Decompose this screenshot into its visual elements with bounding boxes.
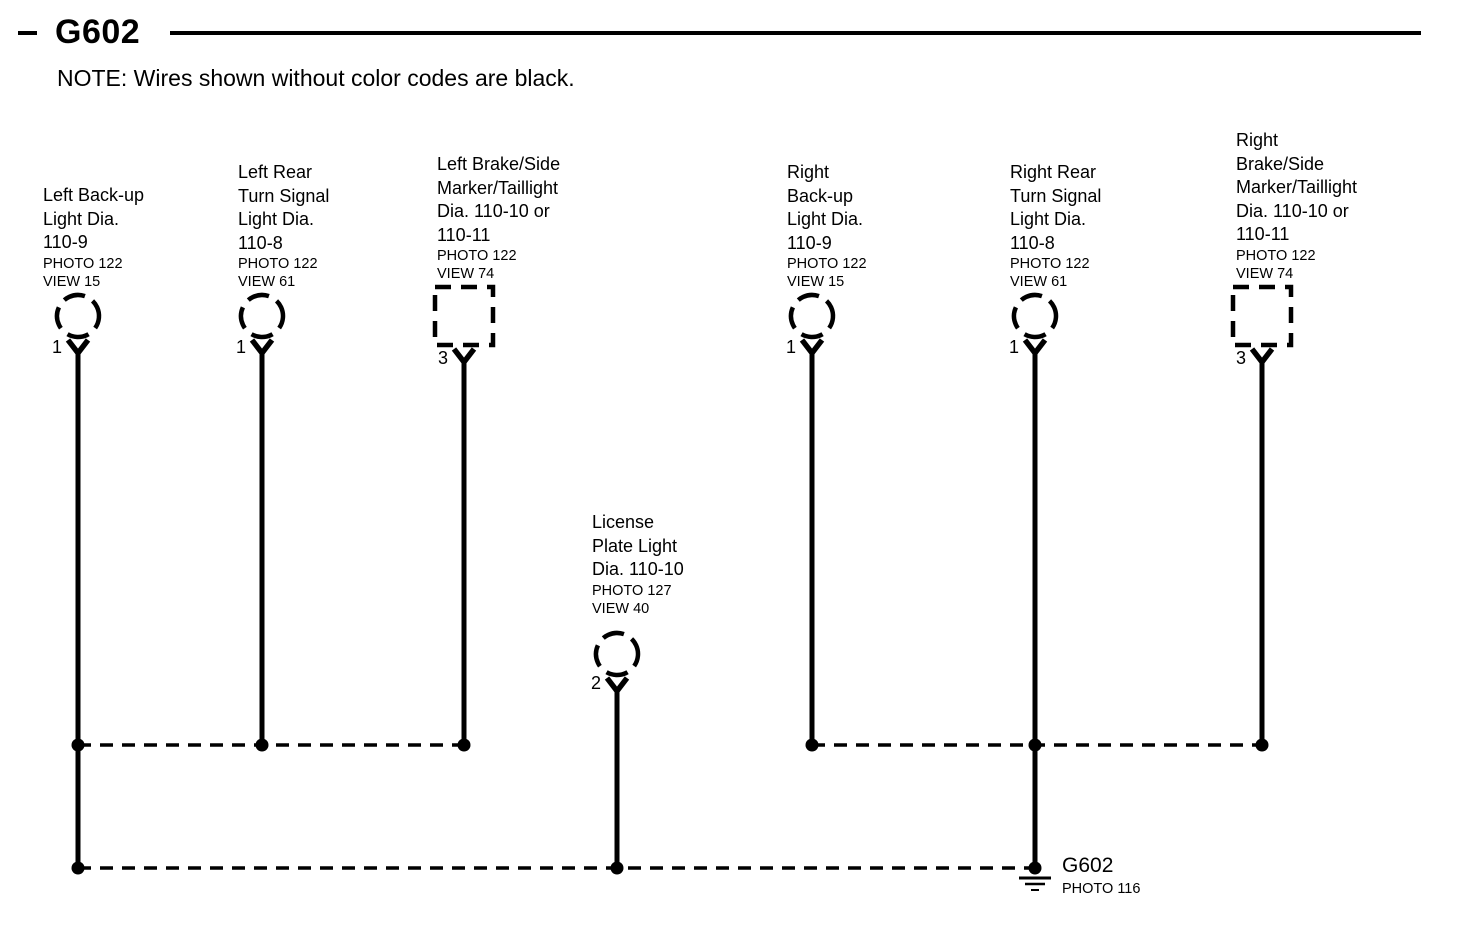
pin-number-right-brake: 3 <box>1235 348 1246 368</box>
component-title: Right Brake/Side Marker/Taillight Dia. 1… <box>1236 130 1358 244</box>
pin-number-left-rear-turn: 1 <box>235 337 246 357</box>
splice-dot <box>1028 861 1042 875</box>
component-photo: PHOTO 122 <box>43 255 123 272</box>
splice-dot <box>71 738 85 752</box>
component-view: VIEW 61 <box>238 274 296 290</box>
component-view: VIEW 40 <box>592 600 650 617</box>
connector-circle-right-rear-turn <box>1011 292 1059 340</box>
component-photo: PHOTO 122 <box>437 248 517 264</box>
label-license-plate-light: License Plate Light Dia. 110-10 PHOTO 12… <box>592 511 684 618</box>
pin-number-left-backup: 1 <box>51 337 62 357</box>
splice-dot <box>1255 738 1269 752</box>
label-left-brake-side-marker-taillight: Left Brake/Side Marker/Taillight Dia. 11… <box>437 153 560 283</box>
note-text: NOTE: Wires shown without color codes ar… <box>57 65 575 91</box>
splice-dots <box>71 738 1269 875</box>
connector-square-left-brake <box>432 284 496 348</box>
ground-symbol <box>1019 876 1051 891</box>
label-right-brake-side-marker-taillight: Right Brake/Side Marker/Taillight Dia. 1… <box>1236 129 1357 283</box>
component-title: License Plate Light Dia. 110-10 <box>592 512 684 579</box>
component-view: VIEW 15 <box>787 274 845 290</box>
component-view: VIEW 74 <box>437 266 495 282</box>
connector-circle-left-backup <box>54 292 102 340</box>
pin-number-right-backup: 1 <box>785 337 796 357</box>
component-photo: PHOTO 122 <box>787 256 867 272</box>
component-view: VIEW 74 <box>1236 265 1294 282</box>
component-title: Right Back-up Light Dia. 110-9 <box>787 162 864 253</box>
component-view: VIEW 15 <box>43 273 101 290</box>
component-title: Left Back-up Light Dia. 110-9 <box>43 185 145 252</box>
component-title: Left Rear Turn Signal Light Dia. 110-8 <box>238 162 330 253</box>
component-photo: PHOTO 122 <box>1236 247 1316 264</box>
ground-photo: PHOTO 116 <box>1062 881 1141 897</box>
label-right-rear-turn-signal-light: Right Rear Turn Signal Light Dia. 110-8 … <box>1010 161 1101 291</box>
ground-label: G602 <box>1062 854 1114 877</box>
pin-number-left-brake: 3 <box>437 348 448 368</box>
connector-circle-left-rear-turn <box>238 292 286 340</box>
splice-dot <box>71 861 85 875</box>
splice-dot <box>805 738 819 752</box>
splice-dot <box>1028 738 1042 752</box>
connector-circle-right-backup <box>788 292 836 340</box>
connector-circle-license-plate <box>593 630 641 678</box>
component-view: VIEW 61 <box>1010 274 1068 290</box>
connector-square-right-brake <box>1230 284 1294 348</box>
pin-number-license-plate: 2 <box>590 673 601 693</box>
splice-dot <box>457 738 471 752</box>
component-photo: PHOTO 122 <box>1010 256 1090 272</box>
label-right-backup-light: Right Back-up Light Dia. 110-9 PHOTO 122… <box>787 161 867 291</box>
component-photo: PHOTO 127 <box>592 582 672 599</box>
splice-dot <box>610 861 624 875</box>
page-title: G602 <box>55 13 141 51</box>
pin-number-right-rear-turn: 1 <box>1008 337 1019 357</box>
label-left-rear-turn-signal-light: Left Rear Turn Signal Light Dia. 110-8 P… <box>238 161 329 291</box>
label-left-backup-light: Left Back-up Light Dia. 110-9 PHOTO 122 … <box>43 184 144 291</box>
splice-dot <box>255 738 269 752</box>
component-photo: PHOTO 122 <box>238 256 318 272</box>
component-title: Left Brake/Side Marker/Taillight Dia. 11… <box>437 154 561 245</box>
component-title: Right Rear Turn Signal Light Dia. 110-8 <box>1010 162 1102 253</box>
